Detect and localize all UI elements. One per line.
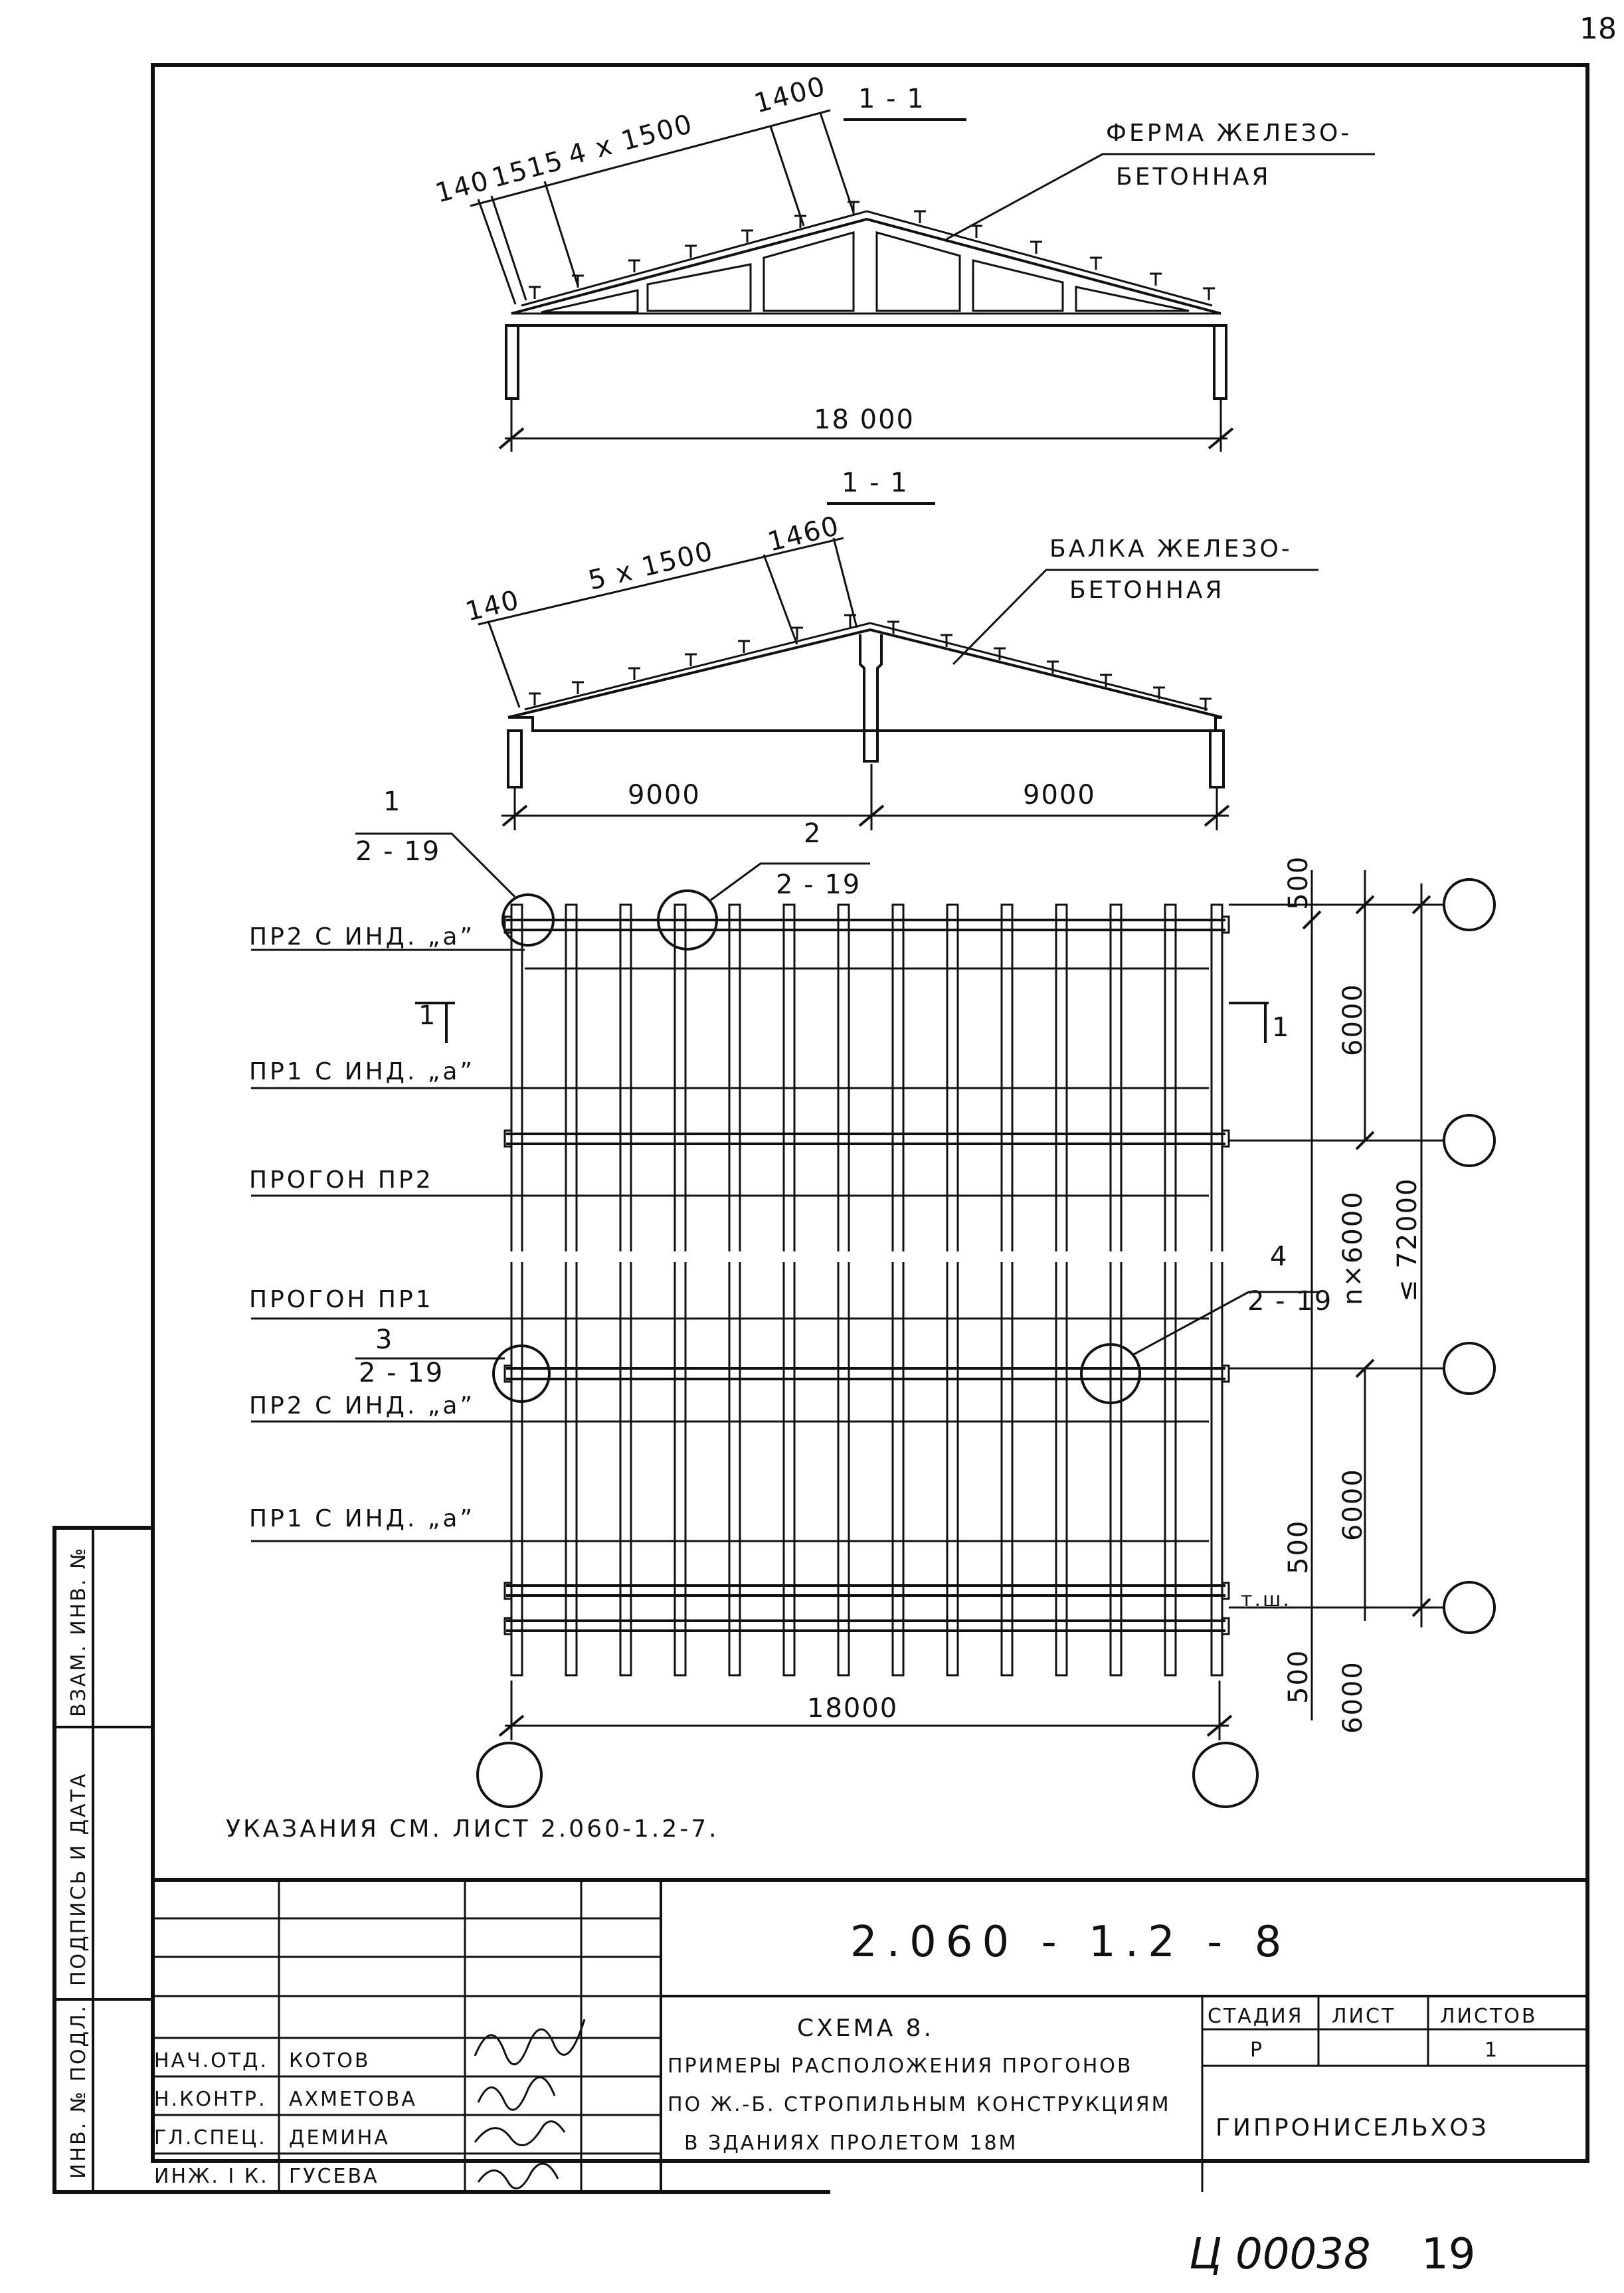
callout-4-sheet: 2 - 19 <box>1247 1286 1332 1317</box>
dim-joint-500-b: 500 <box>1283 1649 1314 1704</box>
staff-role-4: ИНЖ. I К. <box>154 2165 269 2188</box>
instructions-note: УКАЗАНИЯ СМ. ЛИСТ 2.060-1.2-7. <box>226 1815 719 1843</box>
staff-role-2: Н.КОНТР. <box>154 2088 267 2111</box>
label-pr1-a-bottom: ПР1 С ИНД. „a” <box>249 1505 475 1532</box>
dim-4x1500: 4 x 1500 <box>565 108 697 171</box>
stage-value: Р <box>1250 2039 1264 2062</box>
doc-code: 2.060 - 1.2 - 8 <box>850 1918 1291 1967</box>
dim-joint-tsh: т.ш. <box>1241 1588 1291 1611</box>
dim-9000-right: 9000 <box>1023 780 1096 810</box>
dim-1460: 1460 <box>765 511 843 558</box>
callout-2-num: 2 <box>804 818 822 849</box>
title-line-2: ПРИМЕРЫ РАСПОЛОЖЕНИЯ ПРОГОНОВ <box>668 2055 1133 2078</box>
section-title-beam: 1 - 1 <box>842 468 909 498</box>
dim-total: ≤ 72000 <box>1392 1178 1423 1302</box>
title-line-4: В ЗДАНИЯХ ПРОЛЕТОМ 18М <box>684 2132 1018 2155</box>
purlin-plan: 1 1 1 2 - 19 2 2 - 19 3 2 - 19 4 2 - 19 … <box>249 786 1496 1808</box>
staff-role-3: ГЛ.СПЕЦ. <box>154 2126 267 2150</box>
label-pr2-a-top: ПР2 С ИНД. „a” <box>249 923 475 951</box>
sheets-header: ЛИСТОВ <box>1440 2005 1537 2028</box>
title-line-3: ПО Ж.-Б. СТРОПИЛЬНЫМ КОНСТРУКЦИЯМ <box>668 2093 1170 2116</box>
callout-3-sheet: 2 - 19 <box>359 1358 444 1388</box>
staff-name-1: КОТОВ <box>289 2049 370 2072</box>
callout-1-num: 1 <box>383 786 401 817</box>
sheet-header: ЛИСТ <box>1332 2005 1396 2028</box>
label-beam-2: БЕТОННАЯ <box>1069 577 1225 604</box>
archive-code: Ц 00038 <box>1189 2230 1371 2279</box>
section-title-truss: 1 - 1 <box>858 84 925 114</box>
section-mark-left: 1 <box>418 1000 436 1031</box>
dim-bay-6000-b: 6000 <box>1338 1468 1368 1541</box>
drawing-frame <box>151 63 1589 2163</box>
dim-width: 18000 <box>807 1693 898 1724</box>
label-truss-1: ФЕРМА ЖЕЛЕЗО- <box>1106 120 1352 147</box>
organization: ГИПРОНИСЕЛЬХОЗ <box>1216 2114 1489 2142</box>
label-progon-pr1: ПРОГОН ПР1 <box>249 1286 434 1313</box>
side-stamp: ИНВ. № ПОДЛ. ПОДПИСЬ И ДАТА ВЗАМ. ИНВ. № <box>52 1526 830 2194</box>
label-beam-1: БАЛКА ЖЕЛЕЗО- <box>1049 535 1293 563</box>
section-truss: 1 - 1 <box>432 71 1375 452</box>
staff-name-4: ГУСЕВА <box>289 2165 379 2188</box>
callout-3-num: 3 <box>375 1325 393 1355</box>
vzam-inv-label: ВЗАМ. ИНВ. № <box>67 1546 90 1717</box>
dim-n-x-6000: n×6000 <box>1338 1190 1368 1305</box>
archive-number: 19 <box>1421 2230 1475 2279</box>
sheets-value: 1 <box>1485 2039 1499 2062</box>
dim-1400: 1400 <box>751 71 830 120</box>
dim-top-500: 500 <box>1283 856 1314 910</box>
label-pr1-a-top: ПР1 С ИНД. „a” <box>249 1058 475 1085</box>
dim-joint-500-a: 500 <box>1283 1520 1314 1574</box>
dim-5x1500: 5 x 1500 <box>585 536 717 596</box>
dim-1515: 1515 <box>489 145 567 194</box>
title-line-1: СХЕМА 8. <box>797 2015 934 2042</box>
dim-9000-left: 9000 <box>628 780 701 810</box>
dim-bay-6000-a: 6000 <box>1338 983 1368 1056</box>
dim-span-truss: 18 000 <box>814 405 915 435</box>
podpis-data-label: ПОДПИСЬ И ДАТА <box>67 1772 90 1986</box>
section-beam: 1 - 1 140 <box>462 468 1318 830</box>
callout-1-sheet: 2 - 19 <box>355 836 440 867</box>
callout-4-num: 4 <box>1270 1241 1288 1272</box>
staff-role-1: НАЧ.ОТД. <box>154 2049 268 2072</box>
signatures <box>474 2019 586 2190</box>
label-pr2-a-bottom: ПР2 С ИНД. „a” <box>249 1392 475 1420</box>
staff-name-2: АХМЕТОВА <box>289 2088 417 2111</box>
section-mark-right: 1 <box>1272 1012 1290 1043</box>
staff-name-3: ДЕМИНА <box>289 2126 390 2150</box>
inv-podl-label: ИНВ. № ПОДЛ. <box>67 2004 90 2179</box>
label-progon-pr2: ПРОГОН ПР2 <box>249 1166 434 1194</box>
callout-2-sheet: 2 - 19 <box>776 870 861 900</box>
stage-header: СТАДИЯ <box>1208 2005 1304 2028</box>
label-truss-2: БЕТОННАЯ <box>1116 163 1271 191</box>
dim-140-beam: 140 <box>462 585 523 628</box>
page-number: 18 <box>1579 12 1617 46</box>
title-block: НАЧ.ОТД. КОТОВ Н.КОНТР. АХМЕТОВА ГЛ.СПЕЦ… <box>153 1878 1587 2192</box>
dim-bay-6000-c: 6000 <box>1338 1661 1368 1734</box>
